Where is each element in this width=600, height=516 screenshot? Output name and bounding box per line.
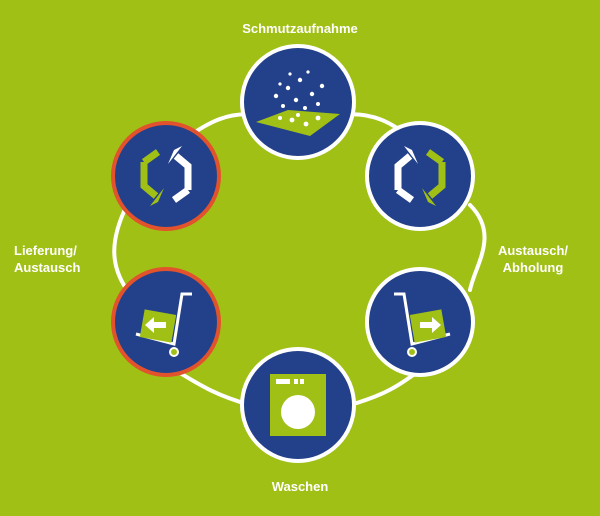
dirt-collection-icon	[256, 70, 340, 136]
node-exchange-left	[111, 121, 221, 231]
hand-truck-left-arrow-icon	[135, 292, 192, 357]
label-washing: Waschen	[271, 479, 329, 494]
cycle-connector	[112, 112, 487, 407]
node-dirt-collection	[240, 44, 356, 160]
node-exchange-right	[365, 121, 475, 231]
hand-truck-right-arrow-icon	[394, 292, 451, 357]
washing-machine-icon	[270, 374, 326, 436]
label-delivery-exchange: Lieferung/ Austausch	[14, 243, 81, 275]
label-dirt-collection: Schmutzaufnahme	[242, 21, 358, 36]
node-washing	[240, 347, 356, 463]
cycle-arrows-icon	[394, 146, 446, 206]
node-cart-left	[111, 267, 221, 377]
node-cart-right	[365, 267, 475, 377]
cycle-arrows-icon	[140, 146, 192, 206]
label-exchange-pickup: Austausch/ Abholung	[497, 243, 569, 275]
